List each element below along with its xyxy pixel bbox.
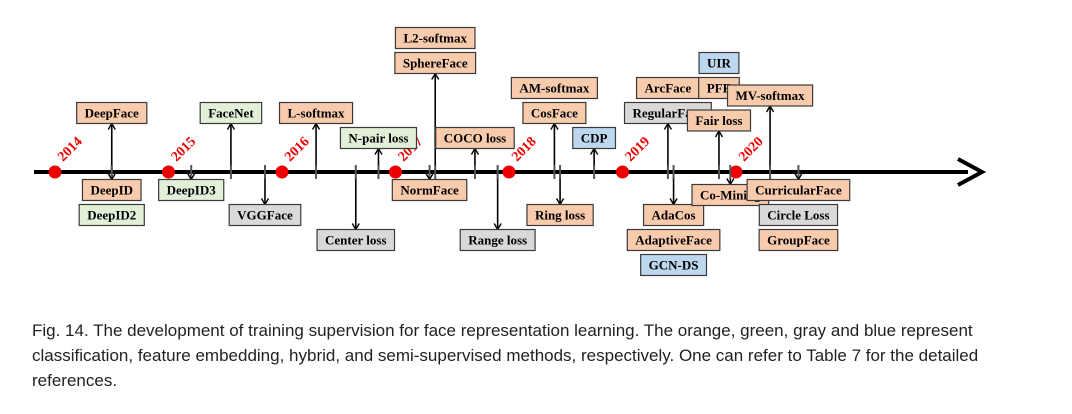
year-label-2015: 2015 <box>169 134 199 164</box>
method-box-deepid <box>81 178 142 202</box>
year-dot-2015 <box>162 165 175 179</box>
method-label-arcface: ArcFace <box>645 81 692 96</box>
method-label-deepface: DeepFace <box>85 106 139 121</box>
method-box-sphereface <box>394 51 477 75</box>
timeline-arrowhead <box>957 157 987 187</box>
method-label-fairloss: Fair loss <box>695 113 742 128</box>
method-box-vggface <box>228 203 302 227</box>
method-label-facenet: FaceNet <box>208 106 254 121</box>
method-box-adacos <box>642 203 705 227</box>
method-label-gcnds: GCN-DS <box>649 258 699 273</box>
year-label-2014: 2014 <box>55 134 85 164</box>
figure-caption: Fig. 14. The development of training sup… <box>32 318 1042 393</box>
method-box-groupface <box>758 228 839 252</box>
method-label-deepid2: DeepID2 <box>87 208 136 223</box>
method-box-facenet <box>199 101 263 125</box>
method-label-mvsoftmax: MV-softmax <box>736 88 806 103</box>
year-dot-2016 <box>275 165 289 179</box>
method-label-uir: UIR <box>707 56 731 71</box>
method-label-amsoftmax: AM-softmax <box>519 81 590 96</box>
method-box-lsoftmax <box>278 101 354 125</box>
method-label-deepid3: DeepID3 <box>167 183 217 198</box>
method-box-l2softmax <box>394 26 476 50</box>
method-label-deepid: DeepID <box>90 183 133 198</box>
method-box-uir <box>698 51 740 75</box>
method-label-normface: NormFace <box>400 183 459 198</box>
caption-label: Fig. 14. <box>32 321 89 340</box>
method-box-ringloss <box>526 203 594 227</box>
method-label-curricularface: CurricularFace <box>755 183 842 198</box>
method-box-amsoftmax <box>510 76 599 100</box>
method-box-circleloss <box>758 203 839 227</box>
year-dot-2019 <box>616 165 629 179</box>
method-box-fairloss <box>686 109 752 132</box>
year-dot-2020 <box>729 165 743 179</box>
method-box-cdp <box>572 126 617 150</box>
method-box-cocoloss <box>435 126 515 150</box>
method-label-pfe: PFE <box>707 81 732 96</box>
method-label-circleloss: Circle Loss <box>767 208 829 223</box>
method-label-cocoloss: COCO loss <box>444 131 506 146</box>
method-label-l2softmax: L2-softmax <box>403 31 467 46</box>
method-box-mvsoftmax <box>726 84 814 107</box>
year-dot-2017 <box>389 165 402 179</box>
method-box-curricularface <box>746 178 851 202</box>
method-box-centerloss <box>316 228 396 252</box>
year-dot-2018 <box>502 165 516 179</box>
method-box-normface <box>391 178 468 202</box>
method-label-lsoftmax: L-softmax <box>288 106 346 121</box>
method-box-deepface <box>76 101 148 125</box>
method-box-rangeloss <box>459 228 536 252</box>
method-label-adaptiveface: AdaptiveFace <box>635 233 712 248</box>
year-label-2020: 2020 <box>736 134 766 164</box>
method-label-regularface: RegularFace <box>633 106 704 121</box>
method-label-ringloss: Ring loss <box>535 208 585 223</box>
year-label-2016: 2016 <box>282 134 312 164</box>
method-label-vggface: VGGFace <box>237 208 293 223</box>
method-label-adacos: AdaCos <box>652 208 696 223</box>
method-box-deepid3 <box>158 178 225 202</box>
method-box-npairloss <box>339 126 418 150</box>
method-label-comining: Co-Mining <box>700 188 761 203</box>
method-label-npairloss: N-pair loss <box>348 131 408 146</box>
method-box-deepid2 <box>78 203 145 227</box>
method-label-cdp: CDP <box>581 131 608 146</box>
method-label-cosface: CosFace <box>531 106 578 121</box>
method-box-adaptiveface <box>626 228 721 252</box>
method-label-sphereface: SphereFace <box>403 56 468 71</box>
year-dot-2014 <box>48 165 62 179</box>
method-label-rangeloss: Range loss <box>468 233 527 248</box>
caption-text: The development of training supervision … <box>32 321 979 390</box>
year-label-2019: 2019 <box>623 134 653 164</box>
method-box-cosface <box>522 101 587 125</box>
method-box-gcnds <box>640 253 708 277</box>
method-label-groupface: GroupFace <box>767 233 830 248</box>
method-label-centerloss: Center loss <box>325 233 387 248</box>
